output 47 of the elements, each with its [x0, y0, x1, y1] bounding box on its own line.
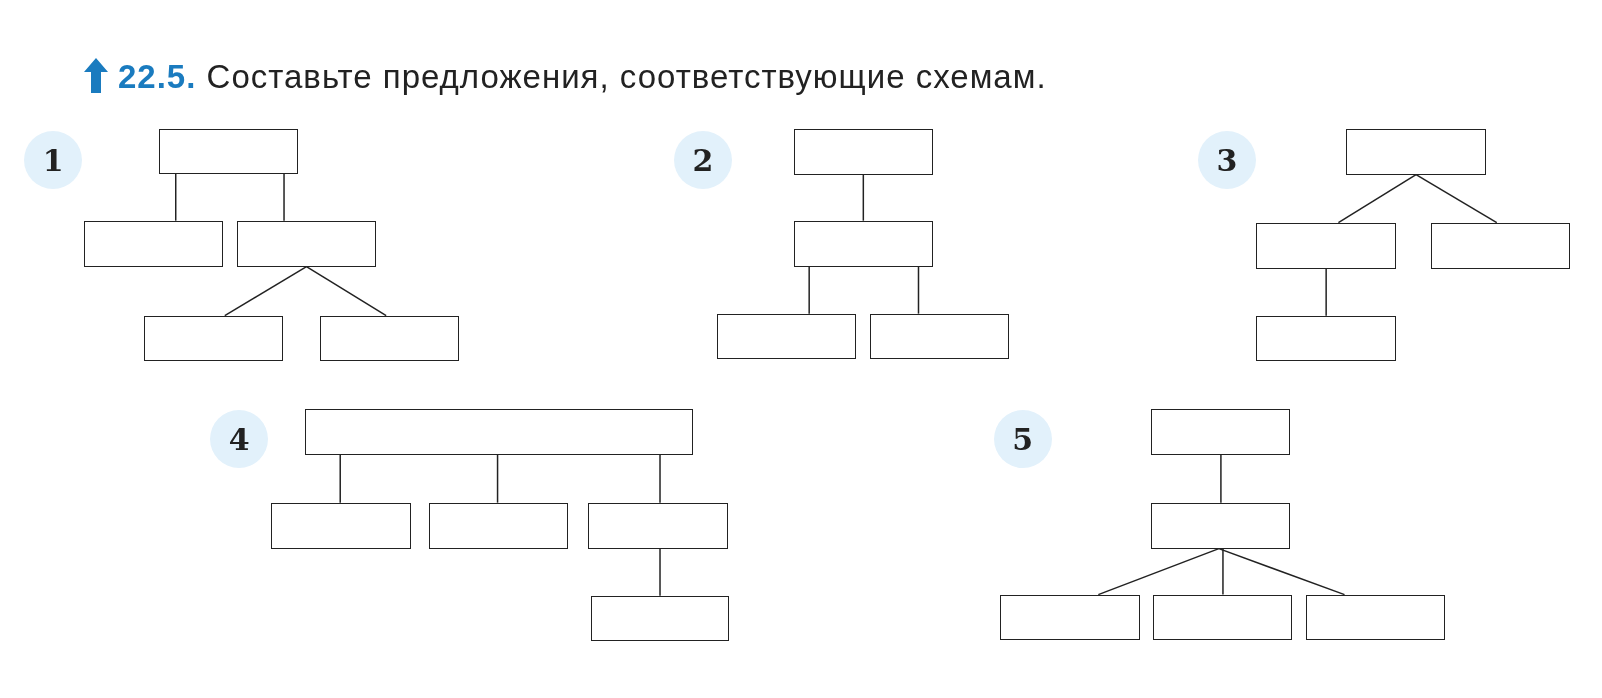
connector-line	[808, 265, 810, 315]
scheme-number: 5	[993, 410, 1052, 469]
empty-box	[429, 502, 569, 549]
connector-line	[1097, 547, 1220, 596]
empty-box	[590, 595, 730, 641]
connector-line	[862, 173, 865, 222]
empty-box	[1151, 408, 1291, 455]
connector-line	[339, 453, 341, 504]
empty-box	[1255, 222, 1396, 269]
empty-box	[1000, 594, 1141, 640]
connector-line	[175, 172, 177, 222]
empty-box	[83, 220, 223, 267]
empty-box	[305, 408, 693, 455]
scheme-number: 2	[673, 131, 732, 190]
connector-line	[1415, 173, 1498, 224]
connector-line	[1325, 267, 1327, 317]
scheme-number: 4	[210, 410, 269, 469]
empty-box	[1255, 315, 1396, 361]
empty-box	[159, 128, 299, 174]
connector-line	[224, 265, 308, 317]
connector-line	[496, 453, 499, 504]
connector-line	[659, 547, 661, 597]
exercise-heading: 22.5. Составьте предложения, соответствующие схемам.	[118, 58, 1047, 96]
empty-box	[144, 315, 283, 361]
connector-line	[917, 265, 920, 315]
empty-box	[870, 313, 1010, 359]
connector-line	[305, 265, 387, 317]
empty-box	[793, 128, 933, 175]
empty-box	[793, 220, 933, 267]
empty-box	[1345, 128, 1486, 175]
empty-box	[237, 220, 376, 267]
empty-box	[1153, 594, 1293, 640]
empty-box	[319, 315, 459, 361]
scheme-number: 1	[24, 131, 83, 190]
connector-line	[1222, 547, 1224, 596]
connector-line	[1220, 453, 1222, 504]
empty-box	[270, 502, 411, 549]
connector-line	[283, 172, 285, 222]
connector-line	[1218, 547, 1346, 596]
empty-box	[1305, 594, 1445, 640]
connector-line	[659, 453, 661, 504]
empty-box	[1151, 502, 1291, 549]
empty-box	[588, 502, 729, 549]
empty-box	[717, 313, 857, 359]
connector-line	[1337, 173, 1417, 224]
scheme-number: 3	[1198, 131, 1257, 190]
empty-box	[1431, 222, 1571, 269]
